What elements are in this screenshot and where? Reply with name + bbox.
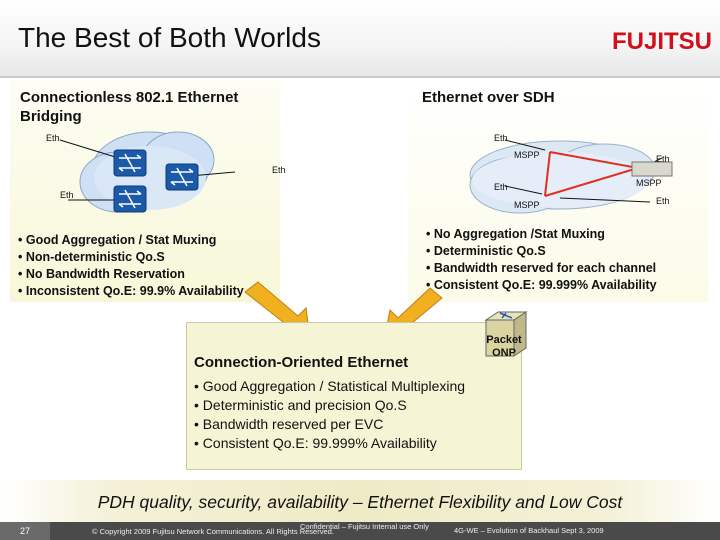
title-bar — [0, 0, 720, 78]
left-eth-label-bottom: Eth — [60, 190, 74, 200]
right-eth-label-right-bottom: Eth — [656, 196, 670, 206]
banner — [0, 480, 720, 522]
footer-event: 4G-WE – Evolution of Backhaul Sept 3, 20… — [454, 526, 604, 535]
list-item: • Non-deterministic Qo.S — [18, 250, 165, 264]
list-item: • Inconsistent Qo.E: 99.9% Availability — [18, 284, 244, 298]
bridging-diagram — [59, 131, 236, 213]
mspp-link — [549, 151, 639, 169]
list-item: • Deterministic and precision Qo.S — [194, 397, 407, 413]
page-number: 27 — [0, 522, 50, 540]
right-bullets: • No Aggregation /Stat Muxing • Determin… — [426, 226, 710, 294]
list-item: • Consistent Qo.E: 99.999% Availability — [426, 278, 657, 292]
list-item: • Deterministic Qo.S — [426, 244, 546, 258]
footer-confidential: Confidential – Fujitsu Internal use Only — [300, 522, 429, 531]
mspp-label-top: MSPP — [514, 150, 540, 160]
banner-text: PDH quality, security, availability – Et… — [97, 492, 623, 512]
list-item: • Bandwidth reserved for each channel — [426, 261, 657, 275]
fujitsu-logo: FUJITSU — [612, 28, 713, 55]
right-heading: Ethernet over SDH — [422, 89, 555, 106]
left-eth-label-top: Eth — [46, 133, 60, 143]
link-eth — [504, 185, 543, 195]
right-cloud — [469, 140, 656, 214]
mspp-label-right: MSPP — [636, 178, 662, 188]
link-eth — [559, 197, 651, 203]
mspp-label-bottom: MSPP — [514, 200, 540, 210]
right-eth-label-left: Eth — [494, 182, 508, 192]
list-item: • Good Aggregation / Stat Muxing — [18, 233, 217, 247]
right-eth-label-top: Eth — [494, 133, 508, 143]
packet-onp-label: Packet ONP — [486, 334, 522, 359]
left-bullets: • Good Aggregation / Stat Muxing • Non-d… — [18, 232, 288, 300]
list-item: • Consistent Qo.E: 99.999% Availability — [194, 435, 437, 451]
switch-icon — [165, 163, 199, 191]
list-item: • No Aggregation /Stat Muxing — [426, 227, 605, 241]
list-item: • Good Aggregation / Statistical Multipl… — [194, 378, 466, 394]
left-eth-label-mid: Eth — [272, 165, 286, 175]
switch-icon — [113, 149, 147, 177]
footer-copyright: © Copyright 2009 Fujitsu Network Communi… — [92, 527, 334, 536]
mspp-node-icon — [631, 161, 673, 177]
switch-icon — [113, 185, 147, 213]
bottom-panel — [186, 322, 522, 470]
packet-onp-device-icon — [484, 311, 528, 357]
right-eth-label-right-top: Eth — [656, 154, 670, 164]
link-eth — [504, 139, 546, 151]
bottom-heading: Connection-Oriented Ethernet — [194, 354, 409, 371]
mspp-link — [544, 167, 639, 197]
title-divider — [0, 76, 720, 78]
list-item: • Bandwidth reserved per EVC — [194, 416, 384, 432]
bottom-bullets: • Good Aggregation / Statistical Multipl… — [194, 377, 524, 453]
list-item: • No Bandwidth Reservation — [18, 267, 185, 281]
footer — [0, 522, 720, 540]
left-heading: Connectionless 802.1 Ethernet Bridging — [20, 89, 239, 125]
mspp-link — [544, 151, 551, 197]
slide-title: The Best of Both Worlds — [18, 22, 321, 53]
sdh-diagram — [469, 139, 673, 214]
